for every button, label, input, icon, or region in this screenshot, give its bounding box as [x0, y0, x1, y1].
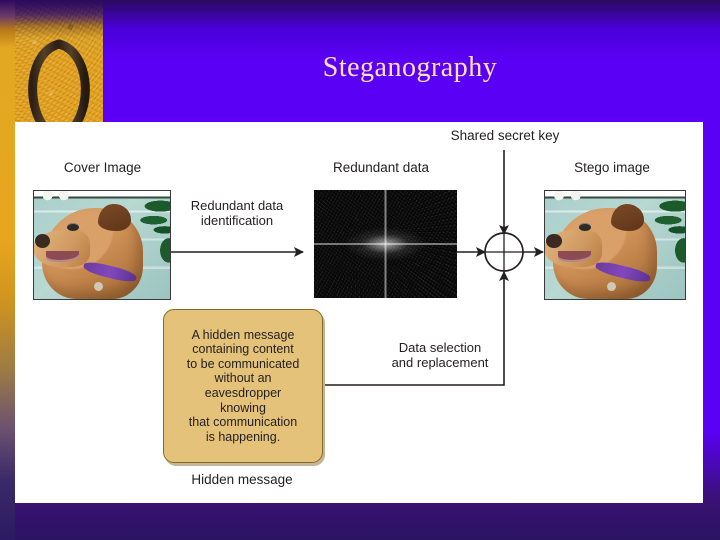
hidden-message-box: A hidden message containing content to b…: [163, 309, 323, 463]
content-panel: Cover Image Redundant data identificatio…: [15, 122, 703, 503]
redundant-data-label: Redundant data: [332, 160, 430, 175]
dog-ear-shape: [97, 203, 131, 231]
dog-ear-shape: [610, 203, 645, 231]
dog-nose-shape: [35, 234, 51, 249]
dog-tag-shape: [93, 281, 104, 292]
shared-secret-key-label: Shared secret key: [450, 128, 560, 143]
diagram-connectors: [167, 150, 544, 386]
redundant-data-identification-label: Redundant data identification: [190, 198, 284, 228]
dog-photo: [34, 191, 170, 299]
page-title: Steganography: [322, 52, 498, 83]
dog-eye-shape: [578, 223, 592, 231]
dog-mouth-shape: [557, 251, 592, 263]
stego-image-thumbnail: [544, 190, 686, 300]
hidden-message-text: A hidden message containing content to b…: [186, 327, 300, 444]
redundant-data-thumbnail: [314, 190, 457, 298]
left-accent-strip: [0, 0, 15, 540]
fft-noise-texture: [314, 190, 457, 298]
dog-mouth-shape: [46, 251, 79, 263]
cover-image-thumbnail: [33, 190, 171, 300]
dog-eye-shape: [66, 223, 79, 231]
cover-image-label: Cover Image: [63, 160, 142, 175]
data-selection-replacement-label: Data selection and replacement: [391, 340, 489, 370]
stego-image-label: Stego image: [574, 160, 650, 175]
dog-nose-shape: [546, 234, 562, 249]
dog-tag-shape: [606, 281, 617, 292]
stego-dog-photo: [545, 191, 685, 299]
hidden-message-caption: Hidden message: [191, 472, 293, 487]
